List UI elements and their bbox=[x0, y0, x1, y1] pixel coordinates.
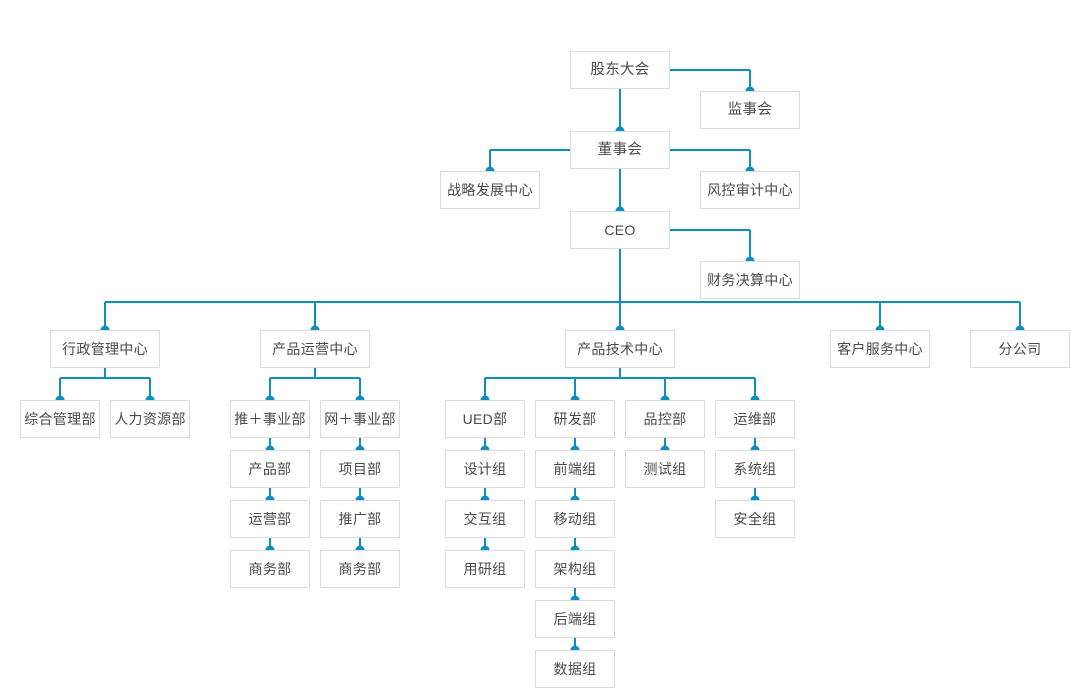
node-label: 推＋事业部 bbox=[234, 411, 306, 427]
node-label: 项目部 bbox=[338, 461, 382, 477]
node-架构组[interactable]: 架构组 bbox=[535, 550, 615, 588]
node-品控部[interactable]: 品控部 bbox=[625, 400, 705, 438]
node-研发部[interactable]: 研发部 bbox=[535, 400, 615, 438]
node-label: 人力资源部 bbox=[114, 411, 186, 427]
node-label: 研发部 bbox=[553, 411, 597, 427]
node-项目部[interactable]: 项目部 bbox=[320, 450, 400, 488]
node-客户服务中心[interactable]: 客户服务中心 bbox=[830, 330, 930, 368]
node-董事会[interactable]: 董事会 bbox=[570, 131, 670, 169]
node-label: 财务决算中心 bbox=[707, 272, 793, 288]
node-CEO[interactable]: CEO bbox=[570, 211, 670, 249]
node-UED部[interactable]: UED部 bbox=[445, 400, 525, 438]
node-系统组[interactable]: 系统组 bbox=[715, 450, 795, 488]
node-label: 股东大会 bbox=[590, 61, 650, 78]
node-label: 设计组 bbox=[463, 461, 507, 477]
node-label: 运营部 bbox=[248, 511, 292, 527]
node-推广部[interactable]: 推广部 bbox=[320, 500, 400, 538]
node-label: 后端组 bbox=[553, 611, 597, 627]
node-label: 系统组 bbox=[733, 461, 777, 477]
node-综合管理部[interactable]: 综合管理部 bbox=[20, 400, 100, 438]
node-设计组[interactable]: 设计组 bbox=[445, 450, 525, 488]
node-label: 客户服务中心 bbox=[837, 341, 923, 357]
node-label: 网＋事业部 bbox=[324, 411, 396, 427]
node-label: UED部 bbox=[462, 411, 508, 427]
node-商务部[interactable]: 商务部 bbox=[230, 550, 310, 588]
node-财务决算中心[interactable]: 财务决算中心 bbox=[700, 261, 800, 299]
node-战略发展中心[interactable]: 战略发展中心 bbox=[440, 171, 540, 209]
node-运营部[interactable]: 运营部 bbox=[230, 500, 310, 538]
node-人力资源部[interactable]: 人力资源部 bbox=[110, 400, 190, 438]
node-label: 架构组 bbox=[553, 561, 597, 577]
node-label: 数据组 bbox=[553, 661, 597, 677]
node-label: 风控审计中心 bbox=[707, 182, 793, 198]
node-label: 产品部 bbox=[248, 461, 292, 477]
node-分公司[interactable]: 分公司 bbox=[970, 330, 1070, 368]
node-股东大会[interactable]: 股东大会 bbox=[570, 51, 670, 89]
node-交互组[interactable]: 交互组 bbox=[445, 500, 525, 538]
node-label: 产品技术中心 bbox=[577, 341, 663, 357]
node-前端组[interactable]: 前端组 bbox=[535, 450, 615, 488]
node-移动组[interactable]: 移动组 bbox=[535, 500, 615, 538]
node-风控审计中心[interactable]: 风控审计中心 bbox=[700, 171, 800, 209]
node-label: 综合管理部 bbox=[24, 411, 96, 427]
node-安全组[interactable]: 安全组 bbox=[715, 500, 795, 538]
node-产品技术中心[interactable]: 产品技术中心 bbox=[565, 330, 675, 368]
node-网事业部[interactable]: 网＋事业部 bbox=[320, 400, 400, 438]
node-label: 董事会 bbox=[597, 141, 643, 158]
node-商务部[interactable]: 商务部 bbox=[320, 550, 400, 588]
node-label: 品控部 bbox=[643, 411, 687, 427]
node-产品运营中心[interactable]: 产品运营中心 bbox=[260, 330, 370, 368]
node-后端组[interactable]: 后端组 bbox=[535, 600, 615, 638]
node-推事业部[interactable]: 推＋事业部 bbox=[230, 400, 310, 438]
node-label: 测试组 bbox=[643, 461, 687, 477]
node-label: 移动组 bbox=[553, 511, 597, 527]
node-label: 交互组 bbox=[463, 511, 507, 527]
node-运维部[interactable]: 运维部 bbox=[715, 400, 795, 438]
node-label: 商务部 bbox=[248, 561, 292, 577]
node-label: 战略发展中心 bbox=[447, 182, 533, 198]
node-行政管理中心[interactable]: 行政管理中心 bbox=[50, 330, 160, 368]
node-label: 安全组 bbox=[733, 511, 777, 527]
node-label: 产品运营中心 bbox=[272, 341, 358, 357]
node-label: 前端组 bbox=[553, 461, 597, 477]
node-label: 监事会 bbox=[727, 101, 773, 118]
node-监事会[interactable]: 监事会 bbox=[700, 91, 800, 129]
node-label: 分公司 bbox=[998, 341, 1042, 357]
node-label: 商务部 bbox=[338, 561, 382, 577]
node-label: 运维部 bbox=[733, 411, 777, 427]
node-label: 行政管理中心 bbox=[62, 341, 148, 357]
node-产品部[interactable]: 产品部 bbox=[230, 450, 310, 488]
node-用研组[interactable]: 用研组 bbox=[445, 550, 525, 588]
node-label: CEO bbox=[604, 222, 636, 238]
node-测试组[interactable]: 测试组 bbox=[625, 450, 705, 488]
node-数据组[interactable]: 数据组 bbox=[535, 650, 615, 688]
node-label: 推广部 bbox=[338, 511, 382, 527]
node-label: 用研组 bbox=[463, 561, 507, 577]
